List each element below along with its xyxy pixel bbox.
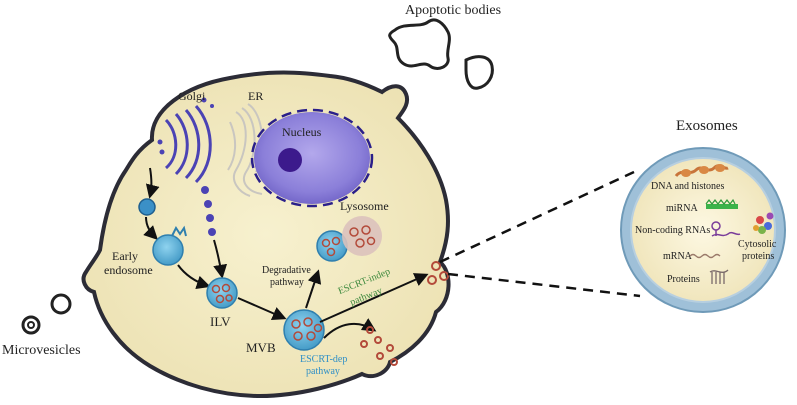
arrow-mvb-to-lysosome — [305, 269, 322, 309]
golgi-vesicle-trail — [201, 186, 216, 236]
dna-histones-icon — [674, 164, 729, 178]
zoom-line-upper — [439, 170, 635, 264]
early-endosome — [152, 234, 184, 266]
proteins-icon — [709, 269, 729, 284]
apoptotic-body-large — [388, 18, 451, 70]
cytosolic-proteins-label-2: proteins — [742, 251, 774, 262]
nucleus: Nucleus — [250, 108, 374, 208]
apoptotic-bodies: Apoptotic bodies — [388, 3, 501, 90]
lysosome-label: Lysosome — [340, 199, 389, 213]
mvb-label: MVB — [246, 340, 276, 355]
er-label: ER — [248, 89, 263, 103]
arrow-golgi-to-ilv — [213, 239, 228, 279]
dna-histones-label: DNA and histones — [651, 181, 724, 192]
exosomes-title: Exosomes — [676, 118, 738, 134]
lysosome: Lysosome — [340, 199, 389, 256]
arrow-ilv-to-mvb — [237, 297, 287, 320]
mirna-icon — [705, 198, 738, 209]
microvesicles-label: Microvesicles — [2, 343, 81, 358]
golgi-label: Golgi — [178, 89, 206, 103]
nucleus-label: Nucleus — [282, 125, 322, 139]
degradative-pathway-label-1: Degradative — [262, 265, 311, 276]
mrna-label: mRNA — [663, 251, 693, 262]
apoptotic-bodies-label: Apoptotic bodies — [405, 3, 501, 18]
ilv-label: ILV — [210, 314, 231, 329]
escrt-dep-label-2: pathway — [306, 366, 340, 377]
escrt-dep-label-1: ESCRT-dep — [300, 354, 347, 365]
zoom-line-lower — [447, 272, 641, 298]
proteins-label: Proteins — [667, 274, 700, 285]
golgi-apparatus: Golgi — [157, 89, 214, 184]
apoptotic-body-small — [464, 55, 494, 90]
released-exosomes — [427, 261, 449, 285]
ilv: ILV — [206, 277, 238, 329]
microvesicles — [21, 293, 72, 335]
early-endosome-label-1: Early — [112, 249, 138, 263]
degradative-pathway-label-2: pathway — [270, 277, 304, 288]
cytosolic-proteins-icon — [753, 212, 774, 234]
mirna-label: miRNA — [666, 203, 698, 214]
noncoding-rnas-label: Non-coding RNAs — [635, 225, 710, 236]
arrow-escrt-indep — [319, 273, 429, 323]
arrow-endosome-to-ilv — [177, 264, 211, 290]
mrna-icon — [689, 253, 721, 259]
early-endosome-label-2: endosome — [104, 263, 153, 277]
nucleolus — [278, 148, 302, 172]
mvb: MVB — [246, 309, 325, 355]
exosome-detail: Exosomes DNA and histones miRNA Non-codi… — [620, 118, 786, 313]
noncoding-rna-icon — [711, 221, 741, 237]
endocytosis-pathway: Early endosome — [104, 167, 187, 277]
cytosolic-proteins-label-1: Cytosolic — [738, 239, 777, 250]
endocytic-vesicle — [138, 198, 156, 216]
escrt-dep-vesicles — [360, 326, 398, 366]
